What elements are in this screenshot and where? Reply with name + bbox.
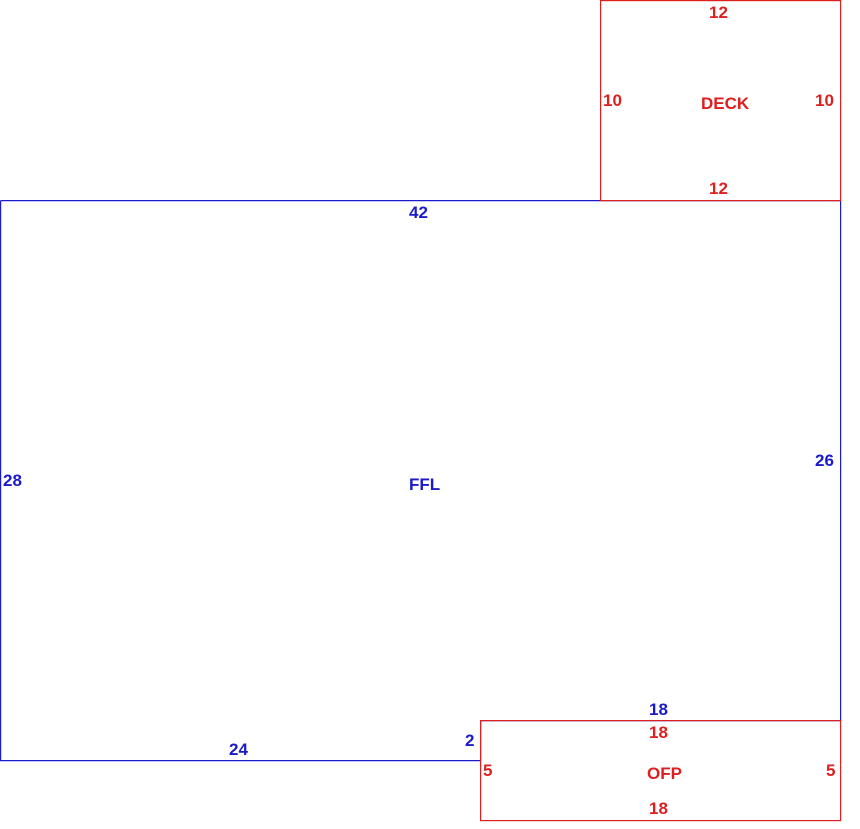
ofp-label: OFP	[647, 764, 682, 783]
deck-dim-bottom: 12	[709, 179, 728, 198]
ffl-dim-top: 42	[409, 203, 428, 222]
deck-dim-left: 10	[603, 91, 622, 110]
ffl-dim-right: 26	[815, 451, 834, 470]
ffl-dim-bottom-left: 24	[229, 740, 248, 759]
deck-dim-top: 12	[709, 3, 728, 22]
ffl-label: FFL	[409, 475, 440, 494]
ffl-dim-left: 28	[3, 471, 22, 490]
ofp-dim-bottom: 18	[649, 799, 668, 818]
ofp-dim-right: 5	[826, 761, 835, 780]
ffl-dim-bottom-right: 18	[649, 700, 668, 719]
deck-outline	[599, 0, 842, 202]
ffl-dim-step: 2	[465, 731, 474, 750]
ofp-dim-top: 18	[649, 723, 668, 742]
ofp-dim-left: 5	[483, 761, 492, 780]
deck-dim-right: 10	[815, 91, 834, 110]
ofp-outline	[480, 719, 842, 822]
deck-label: DECK	[701, 94, 750, 113]
